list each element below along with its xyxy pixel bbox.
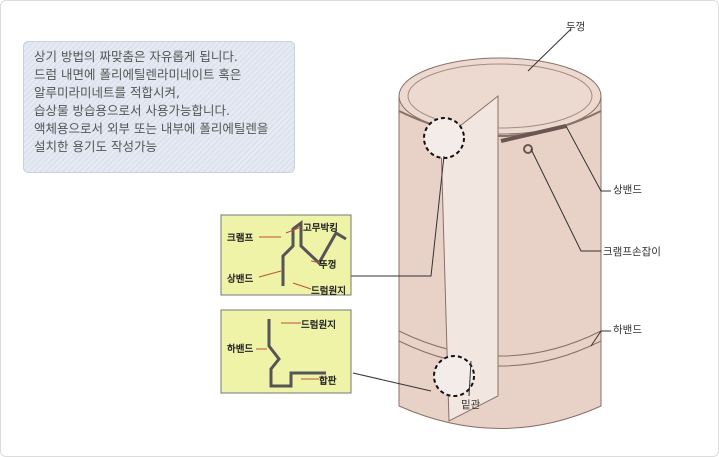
drum-lid [398, 57, 602, 135]
bottom-detail-circle [433, 355, 475, 397]
description-line: 알루미라미네트를 적합시켜, [34, 85, 180, 100]
label-clamp-handle: 크램프손잡이 [603, 246, 661, 258]
description-line: 드럼 내면에 폴리에틸렌라미네이트 혹은 [34, 67, 242, 82]
inset-label-upper-band: 상밴드 [227, 274, 254, 285]
bottom-detail-inset [220, 309, 352, 394]
description-line: 설치한 용기도 작성가능 [34, 139, 157, 154]
description-line: 상기 방법의 짜맞춤은 자유롭게 됩니다. [34, 49, 238, 64]
upper-band [398, 110, 602, 137]
inset-label-drum-paper: 드럼원지 [311, 286, 346, 297]
description-box: 상기 방법의 짜맞춤은 자유롭게 됩니다. 드럼 내면에 폴리에틸렌라미네이트 … [23, 41, 295, 173]
lower-band [398, 330, 602, 367]
description-line: 습상물 방습용으로서 사용가능합니다. [34, 103, 230, 118]
label-lid: 두껑 [566, 21, 586, 33]
inset-label-lid: 뚜껑 [319, 260, 337, 271]
top-detail-circle [423, 117, 465, 159]
inset-label-plywood: 합판 [319, 376, 337, 387]
inset-label-lower-band: 하밴드 [227, 344, 254, 355]
label-lower-band: 하밴드 [613, 324, 642, 336]
inset-label-clamp: 크램프 [227, 233, 254, 244]
clamp-handle [523, 144, 533, 154]
label-upper-band: 상밴드 [613, 184, 642, 196]
label-bottom: 밑관 [461, 399, 481, 411]
inset-label-rubber-packing: 고무박킹 [303, 223, 338, 234]
inset-label-drum-paper-bottom: 드럼원지 [301, 320, 336, 331]
description-line: 액체용으로서 외부 또는 내부에 폴리에틸렌을 [34, 121, 269, 136]
